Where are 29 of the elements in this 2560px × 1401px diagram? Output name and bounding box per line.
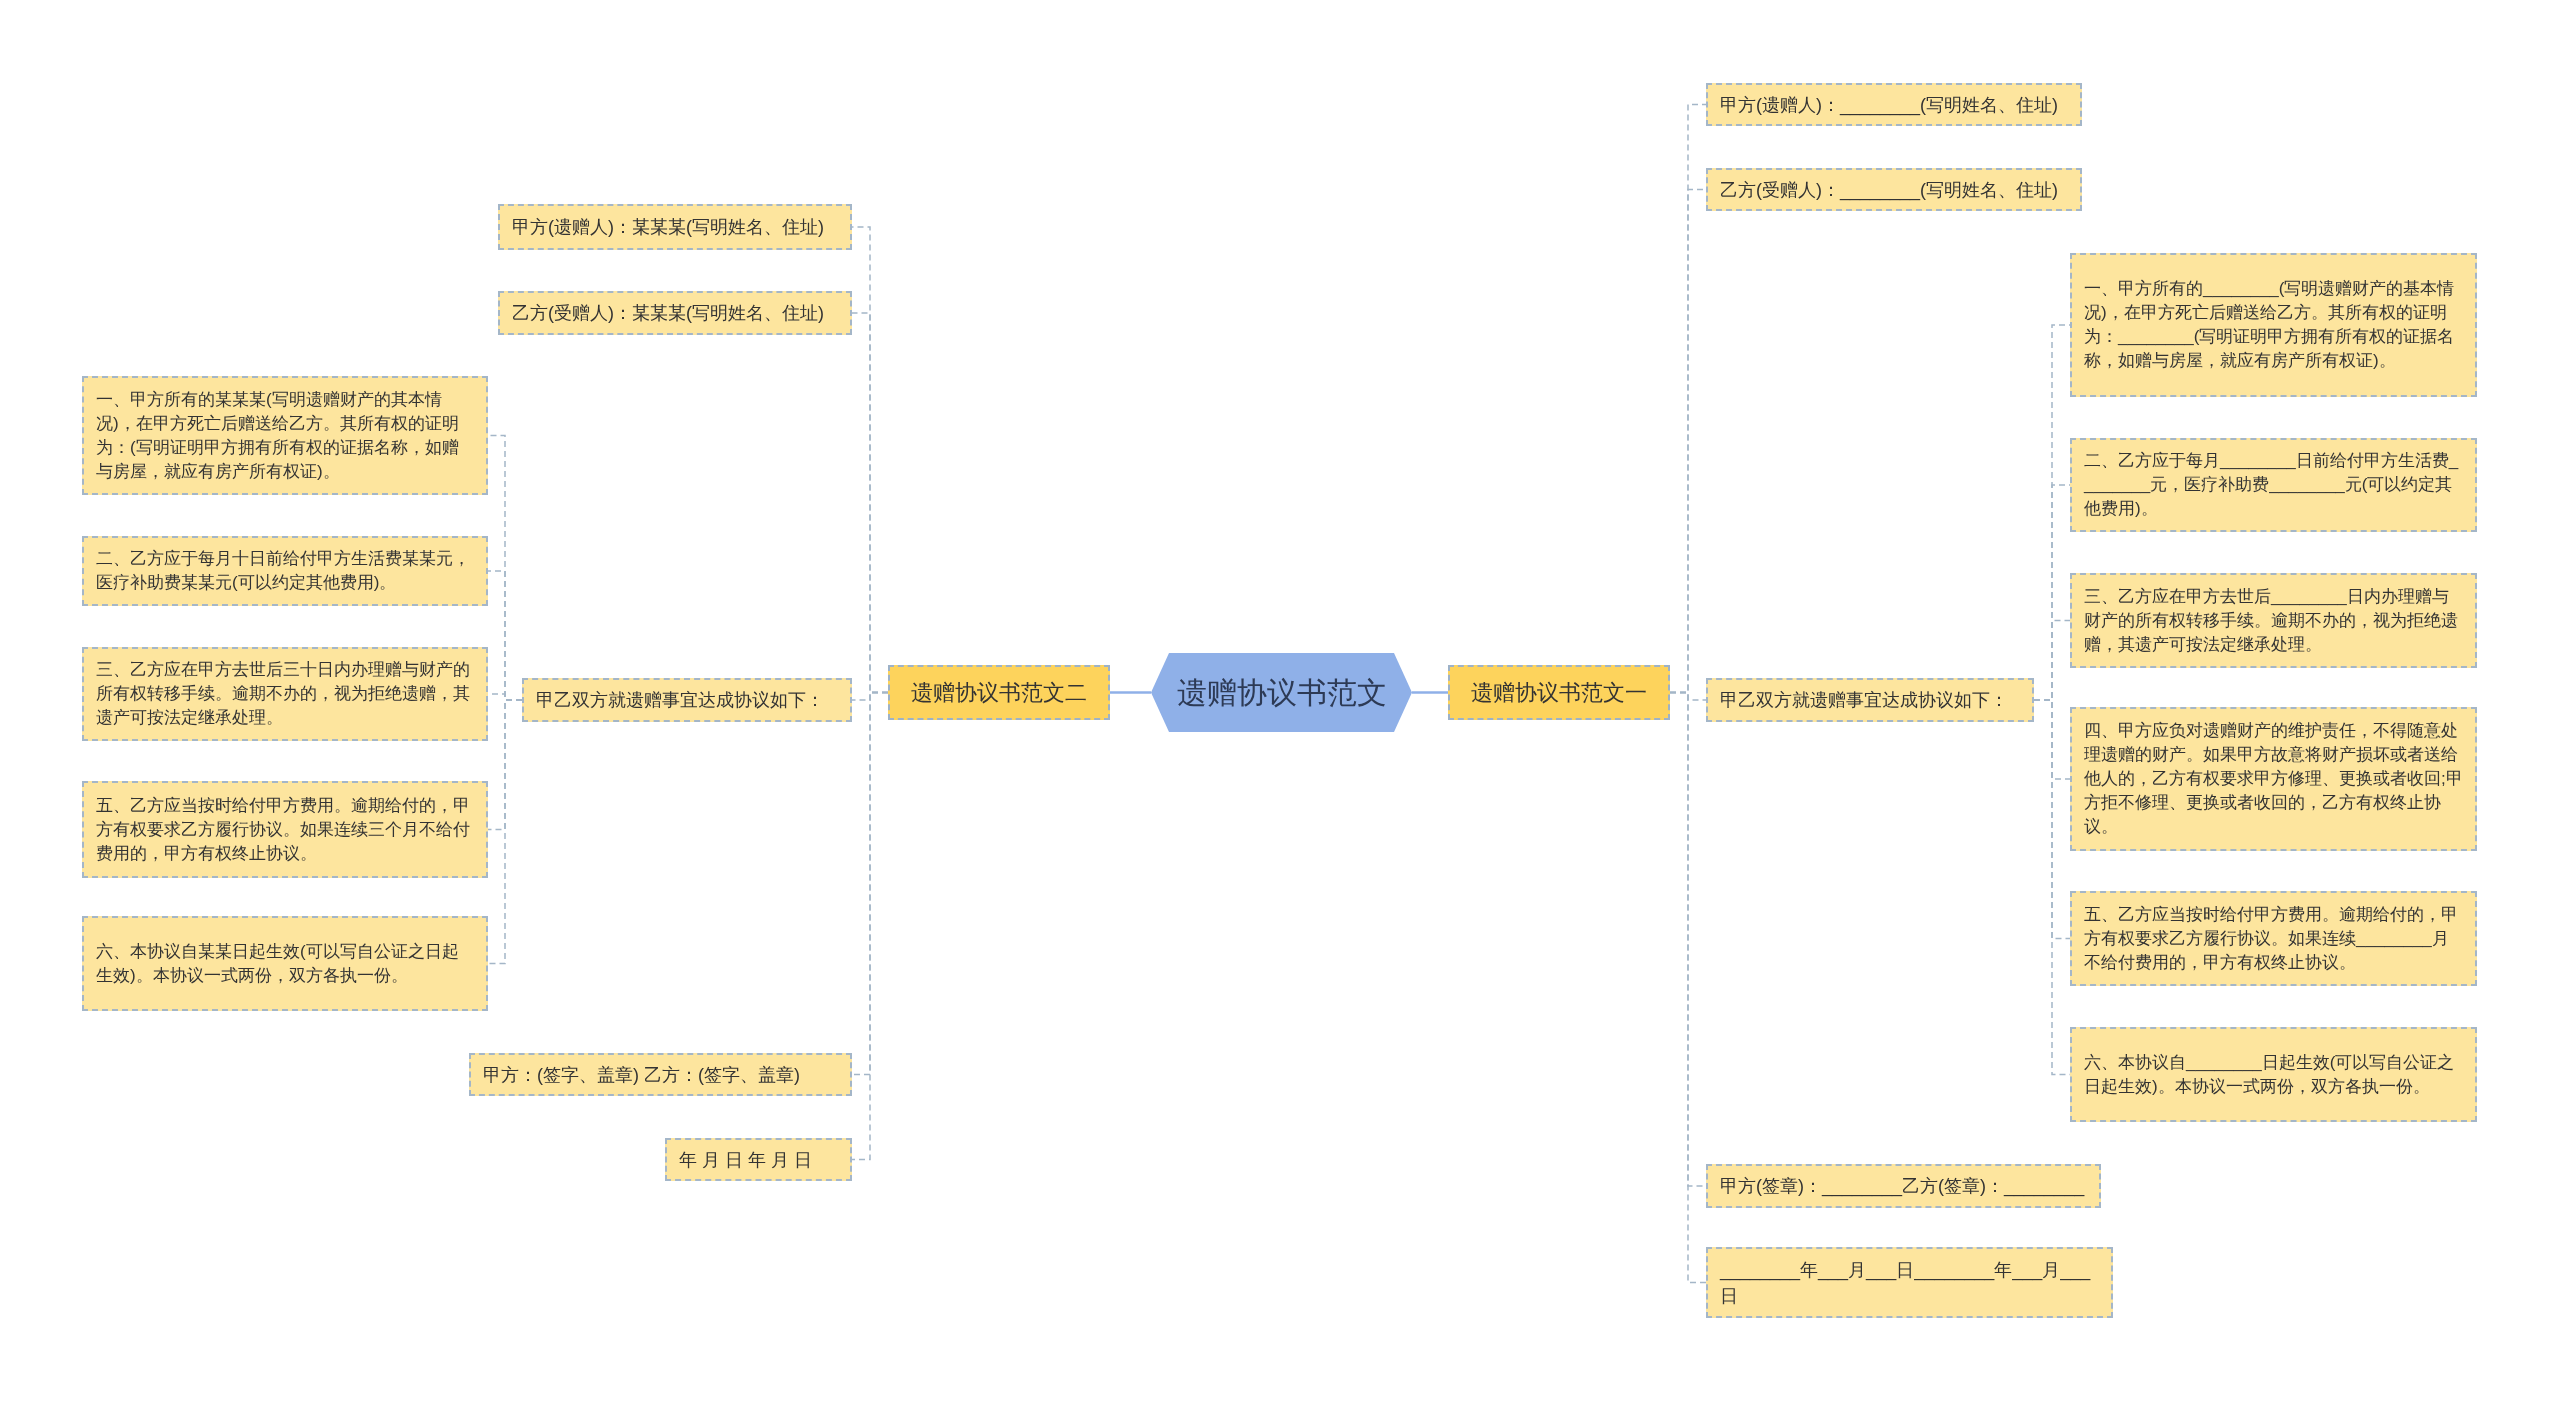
connector-line — [1412, 691, 1448, 694]
topic-box: 甲方：(签字、盖章) 乙方：(签字、盖章) — [469, 1053, 852, 1096]
clause-box: 六、本协议自________日起生效(可以写自公证之日起生效)。本协议一式两份，双方各执一份。 — [2070, 1027, 2477, 1122]
connector-line — [1110, 691, 1151, 694]
connector-line — [487, 699, 523, 965]
central-topic: 遗赠协议书范文 — [1151, 653, 1412, 732]
connector-line — [851, 691, 889, 1161]
clause-box: 一、甲方所有的某某某(写明遗赠财产的其本情况)，在甲方死亡后赠送给乙方。其所有权的证明为：(写明证明甲方拥有所有权的证据名称，如赠与房屋，就应有房产所有权证)。 — [82, 376, 488, 495]
topic-box: 甲乙双方就遗赠事宜达成协议如下： — [522, 678, 852, 722]
topic-box: ________年___月___日________年___月___日 — [1706, 1247, 2113, 1318]
topic-box: 甲乙双方就遗赠事宜达成协议如下： — [1706, 678, 2034, 722]
clause-box: 四、甲方应负对遗赠财产的维护责任，不得随意处理遗赠的财产。如果甲方故意将财产损坏或者送给他人的，乙方有权要求甲方修理、更换或者收回;甲方拒不修理、更换或者收回的，乙方有权终止协议。 — [2070, 707, 2477, 851]
clause-box: 三、乙方应在甲方去世后三十日内办理赠与财产的所有权转移手续。逾期不办的，视为拒绝遗赠，其遗产可按法定继承处理。 — [82, 647, 488, 741]
connector-line — [1669, 691, 1707, 1284]
clause-box: 五、乙方应当按时给付甲方费用。逾期给付的，甲方有权要求乙方履行协议。如果连续________月不给付费用的，甲方有权终止协议。 — [2070, 891, 2477, 986]
topic-box: 乙方(受赠人)：________(写明姓名、住址) — [1706, 168, 2082, 211]
clause-box: 三、乙方应在甲方去世后________日内办理赠与财产的所有权转移手续。逾期不办的，视为拒绝遗赠，其遗产可按法定继承处理。 — [2070, 573, 2477, 668]
clause-box: 一、甲方所有的________(写明遗赠财产的基本情况)，在甲方死亡后赠送给乙方。其所有权的证明为：________(写明证明甲方拥有所有权的证据名称，如赠与房屋，就应有房产所有权证)。 — [2070, 253, 2477, 397]
branch-topic: 遗赠协议书范文二 — [888, 665, 1110, 720]
topic-box: 年 月 日 年 月 日 — [665, 1138, 852, 1181]
topic-box: 甲方(签章)：________乙方(签章)：________ — [1706, 1164, 2101, 1208]
branch-topic: 遗赠协议书范文一 — [1448, 665, 1670, 720]
topic-box: 甲方(遗赠人)：________(写明姓名、住址) — [1706, 83, 2082, 126]
clause-box: 二、乙方应于每月________日前给付甲方生活费________元，医疗补助费________元(可以约定其他费用)。 — [2070, 438, 2477, 532]
clause-box: 六、本协议自某某日起生效(可以写自公证之日起生效)。本协议一式两份，双方各执一份。 — [82, 916, 488, 1011]
clause-box: 五、乙方应当按时给付甲方费用。逾期给付的，甲方有权要求乙方履行协议。如果连续三个月不给付费用的，甲方有权终止协议。 — [82, 781, 488, 878]
topic-box: 乙方(受赠人)：某某某(写明姓名、住址) — [498, 291, 852, 335]
topic-box: 甲方(遗赠人)：某某某(写明姓名、住址) — [498, 204, 852, 250]
clause-box: 二、乙方应于每月十日前给付甲方生活费某某元，医疗补助费某某元(可以约定其他费用)。 — [82, 536, 488, 606]
